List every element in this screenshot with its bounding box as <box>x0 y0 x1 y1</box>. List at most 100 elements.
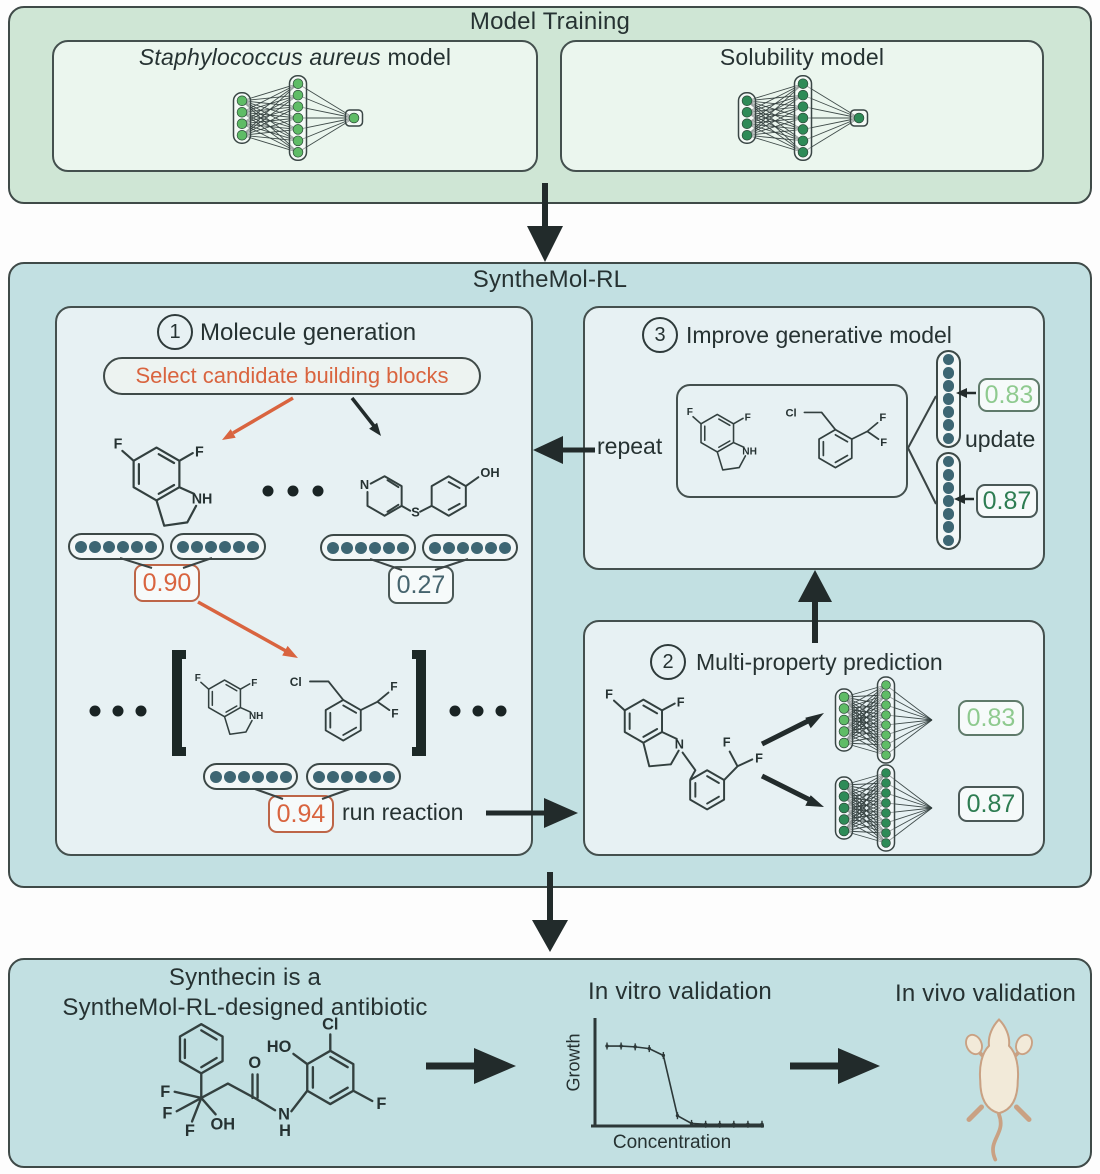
embedding-dot <box>75 540 87 553</box>
right-bracket <box>412 650 426 756</box>
staph-prediction-network <box>834 676 933 764</box>
growth-concentration-chart <box>591 1018 764 1128</box>
chart-x-label: Concentration <box>612 1132 732 1153</box>
embedding-dot <box>279 770 292 783</box>
score-block-2: 0.27 <box>388 566 454 604</box>
embedding-dot <box>219 540 231 553</box>
embedding-dot <box>340 770 353 783</box>
synthecin-headline-1: Synthecin is a <box>168 964 322 991</box>
step3-score-top: 0.83 <box>978 378 1040 412</box>
embedding-dot <box>471 541 483 554</box>
embedding-dot <box>457 541 469 554</box>
embedding-pill <box>68 533 164 560</box>
atom-N: N <box>675 737 684 752</box>
step-3-badge: 3 <box>642 317 678 353</box>
generated-molecule-frame <box>676 384 908 498</box>
synthecin-headline-2: SyntheMol-RL-designed antibiotic <box>62 994 428 1021</box>
embedding-pill <box>422 534 518 561</box>
embedding-pill <box>170 533 266 560</box>
model-training-title: Model Training <box>8 8 1092 36</box>
in-vivo-title: In vivo validation <box>894 980 1077 1007</box>
embedding-dot <box>117 540 129 553</box>
atom-Cl: Cl <box>785 408 796 420</box>
embedding-dot <box>942 353 955 366</box>
solubility-neural-network <box>737 74 869 162</box>
atom-F: F <box>880 437 887 449</box>
step-2-title: Multi-property prediction <box>696 649 943 675</box>
atom-F: F <box>195 673 201 684</box>
embedding-dot <box>145 540 157 553</box>
embedding-dot <box>177 540 189 553</box>
embedding-dot <box>397 541 409 554</box>
embedding-dot <box>355 541 367 554</box>
embedding-dot <box>233 540 245 553</box>
atom-NH: NH <box>249 711 263 722</box>
atom-OH: OH <box>480 465 499 480</box>
model-training-title-text: Model Training <box>469 8 631 35</box>
atom-H: H <box>279 1122 291 1140</box>
select-building-blocks-button: Select candidate building blocks <box>103 357 481 395</box>
embedding-dot <box>942 521 955 533</box>
staph-neural-network <box>232 74 364 162</box>
embedding-dot <box>103 540 115 553</box>
atom-F: F <box>162 1104 172 1122</box>
embedding-dot <box>251 770 264 783</box>
embedding-dot <box>223 770 236 783</box>
atom-F: F <box>376 1095 386 1113</box>
atom-Cl: Cl <box>290 675 302 689</box>
staph-model-title: Staphylococcus aureus model <box>52 44 538 71</box>
embedding-dot <box>942 455 955 468</box>
step-3-title: Improve generative model <box>686 322 952 348</box>
synthemol-title: SyntheMol-RL <box>472 266 628 293</box>
embedding-dot <box>429 541 441 554</box>
staph-model-title-rest: model <box>380 44 452 70</box>
solubility-model-title: Solubility model <box>719 44 885 70</box>
embedding-dot <box>191 540 203 553</box>
embedding-dot <box>499 541 511 554</box>
bracket-indoline: F F NH <box>195 673 263 736</box>
embedding-dot <box>942 534 955 547</box>
repeat-label: repeat <box>597 433 663 459</box>
score-product: 0.94 <box>268 795 334 833</box>
embedding-dot <box>942 406 955 418</box>
left-bracket <box>172 650 186 756</box>
in-vitro-title: In vitro validation <box>588 978 772 1005</box>
atom-F: F <box>114 437 123 453</box>
embedding-dot <box>312 770 325 783</box>
atom-F: F <box>755 750 763 765</box>
atom-F: F <box>879 412 886 424</box>
step-1-badge: 1 <box>157 314 193 350</box>
embedding-dot <box>382 770 395 783</box>
atom-NH: NH <box>192 492 213 508</box>
atom-N: N <box>360 477 369 492</box>
step-2-badge: 2 <box>650 644 686 680</box>
embedding-dot <box>942 367 955 379</box>
embedding-dot <box>942 495 955 507</box>
embedding-dot <box>443 541 455 554</box>
atom-F: F <box>390 680 397 694</box>
embedding-dot <box>209 770 222 783</box>
atom-F: F <box>605 687 613 702</box>
atom-F: F <box>687 407 693 418</box>
embedding-dot <box>383 541 395 554</box>
atom-O: O <box>248 1054 261 1072</box>
step2-score-top: 0.83 <box>958 700 1024 736</box>
atom-F: F <box>745 413 751 424</box>
embedding-dot <box>326 770 339 783</box>
bracket-benzyl-chloride: Cl F F <box>290 675 399 742</box>
embedding-pill <box>306 763 401 790</box>
rl-vector-pill-bottom <box>936 452 961 550</box>
embedding-dot <box>341 541 353 554</box>
embedding-dot <box>942 432 955 445</box>
embedding-dot <box>369 541 381 554</box>
embedding-dot <box>237 770 250 783</box>
atom-S: S <box>411 505 420 520</box>
generated-indoline: F F NH <box>687 407 757 471</box>
embedding-dot <box>354 770 367 783</box>
embedding-dot <box>942 469 955 481</box>
step-1-title: Molecule generation <box>200 319 417 346</box>
embedding-dot <box>89 540 101 553</box>
embedding-pill <box>203 763 298 790</box>
atom-F: F <box>195 444 204 460</box>
